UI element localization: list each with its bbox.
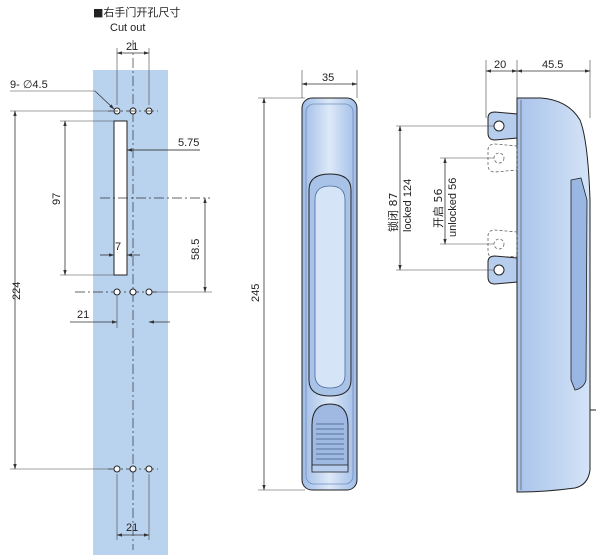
hole: [129, 465, 137, 473]
hole: [113, 288, 121, 296]
label-unlocked-en: unlocked 56: [447, 178, 459, 237]
lock-cover: [311, 403, 349, 471]
dim-depth-b: 45.5: [542, 59, 563, 71]
dim-top-width: 21: [126, 41, 138, 53]
door-panel-strip: [93, 70, 168, 555]
dim-bottom-width: 21: [126, 522, 138, 534]
hole: [113, 465, 121, 473]
hole: [129, 288, 137, 296]
label-unlocked-cn: 开启 56: [432, 189, 445, 229]
handle-grip: [314, 185, 346, 389]
cutout-title-cn: ■右手门开孔尺寸: [93, 5, 180, 19]
dim-slot-half: 58.5: [190, 239, 202, 260]
dim-slot-offset: 5.75: [178, 137, 199, 149]
dim-mid-width: 21: [77, 309, 89, 321]
dim-total-height: 224: [11, 282, 23, 300]
side-view: 20 45.5 锁闭 87 locked 124: [386, 59, 596, 493]
hole-row-bottom: [108, 465, 158, 473]
hole-row-middle: [75, 288, 160, 296]
hole: [145, 465, 153, 473]
cutout-title-en: Cut out: [110, 22, 145, 34]
front-body-inner: [305, 103, 354, 485]
dim-slot-length: 97: [51, 193, 63, 205]
cutout-view: ■右手门开孔尺寸 Cut out 21 9- ∅4.5 5.75 97: [10, 5, 212, 555]
label-locked-cn: 锁闭 87: [386, 193, 400, 233]
front-view: 35 245: [250, 70, 358, 491]
hole: [145, 288, 153, 296]
hole-row-top: [108, 107, 158, 115]
side-handle-edge: [570, 177, 588, 391]
dim-front-height: 245: [250, 284, 262, 302]
lock-cover-ribs: [316, 423, 344, 460]
dim-depth-a: 20: [494, 59, 506, 71]
lock-cover-base: [311, 464, 349, 473]
leader-arrow: [94, 90, 115, 110]
label-locked-en: locked 124: [402, 179, 414, 232]
dim-slot-width: 7: [115, 241, 121, 253]
dim-hole-callout: 9- ∅4.5: [10, 79, 48, 91]
dim-front-width: 35: [322, 72, 334, 84]
